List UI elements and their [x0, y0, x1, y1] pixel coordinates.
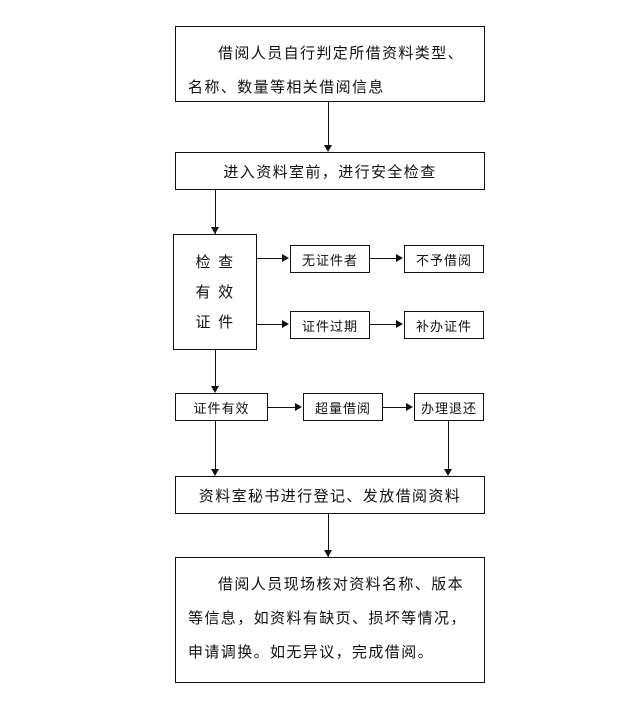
edge-overquota-to-return-line — [383, 407, 407, 408]
edge-return-to-secretary-arrow — [444, 469, 452, 476]
edge-check-to-expired-line — [257, 324, 283, 325]
node-check-valid-credentials: 检 查 有 效 证 件 — [173, 234, 257, 350]
node-check-valid-credentials-line-1: 检 查 — [195, 252, 235, 271]
node-expired-credential-label: 证件过期 — [301, 319, 358, 335]
edge-secretary-to-verify-line — [328, 514, 329, 557]
edge-expired-to-reissue-arrow — [396, 320, 403, 328]
node-no-credential: 无证件者 — [290, 245, 370, 273]
node-process-return-label: 办理退还 — [420, 401, 477, 417]
node-over-quota: 超量借阅 — [303, 393, 383, 421]
node-security-check: 进入资料室前，进行安全检查 — [175, 152, 485, 190]
edge-valid-to-overquota-line — [268, 407, 296, 408]
node-secretary-register: 资料室秘书进行登记、发放借阅资料 — [175, 476, 485, 514]
edge-security-to-check-arrow — [211, 227, 219, 234]
edge-check-to-no-credential-arrow — [282, 254, 289, 262]
edge-return-to-secretary-line — [448, 421, 449, 470]
edge-check-to-valid-arrow — [211, 386, 219, 393]
node-valid-credential: 证件有效 — [175, 393, 268, 421]
node-over-quota-label: 超量借阅 — [314, 401, 371, 417]
edge-check-to-no-credential-line — [257, 258, 283, 259]
edge-valid-to-secretary-line — [215, 421, 216, 470]
edge-request-to-security-arrow — [324, 145, 332, 152]
edge-overquota-to-return-arrow — [406, 403, 413, 411]
node-check-valid-credentials-line-3: 证 件 — [195, 312, 235, 331]
node-no-credential-label: 无证件者 — [301, 253, 358, 269]
node-expired-credential: 证件过期 — [290, 311, 370, 339]
node-borrow-request: 借阅人员自行判定所借资料类型、名称、数量等相关借阅信息 — [175, 26, 485, 102]
node-reissue-credential-label: 补办证件 — [415, 319, 472, 335]
node-onsite-verify: 借阅人员现场核对资料名称、版本等信息，如资料有缺页、损坏等情况，申请调换。如无异… — [175, 557, 485, 683]
node-refuse-borrow-label: 不予借阅 — [415, 253, 472, 269]
node-check-valid-credentials-line-2: 有 效 — [195, 282, 235, 301]
node-onsite-verify-label: 借阅人员现场核对资料名称、版本等信息，如资料有缺页、损坏等情况，申请调换。如无异… — [188, 575, 467, 661]
node-valid-credential-label: 证件有效 — [193, 401, 250, 417]
edge-request-to-security-line — [328, 102, 329, 148]
edge-secretary-to-verify-arrow — [324, 550, 332, 557]
node-reissue-credential: 补办证件 — [404, 311, 484, 339]
edge-valid-to-overquota-arrow — [295, 403, 302, 411]
edge-no-credential-to-refuse-line — [370, 258, 397, 259]
edge-no-credential-to-refuse-arrow — [396, 254, 403, 262]
edge-valid-to-secretary-arrow — [211, 469, 219, 476]
node-process-return: 办理退还 — [414, 393, 484, 421]
node-refuse-borrow: 不予借阅 — [404, 245, 484, 273]
edge-security-to-check-line — [215, 190, 216, 234]
edge-check-to-valid-line — [215, 350, 216, 386]
edge-check-to-expired-arrow — [282, 320, 289, 328]
node-security-check-label: 进入资料室前，进行安全检查 — [223, 162, 437, 181]
edge-expired-to-reissue-line — [370, 324, 397, 325]
node-borrow-request-label: 借阅人员自行判定所借资料类型、名称、数量等相关借阅信息 — [188, 44, 465, 96]
node-secretary-register-label: 资料室秘书进行登记、发放借阅资料 — [198, 486, 462, 505]
